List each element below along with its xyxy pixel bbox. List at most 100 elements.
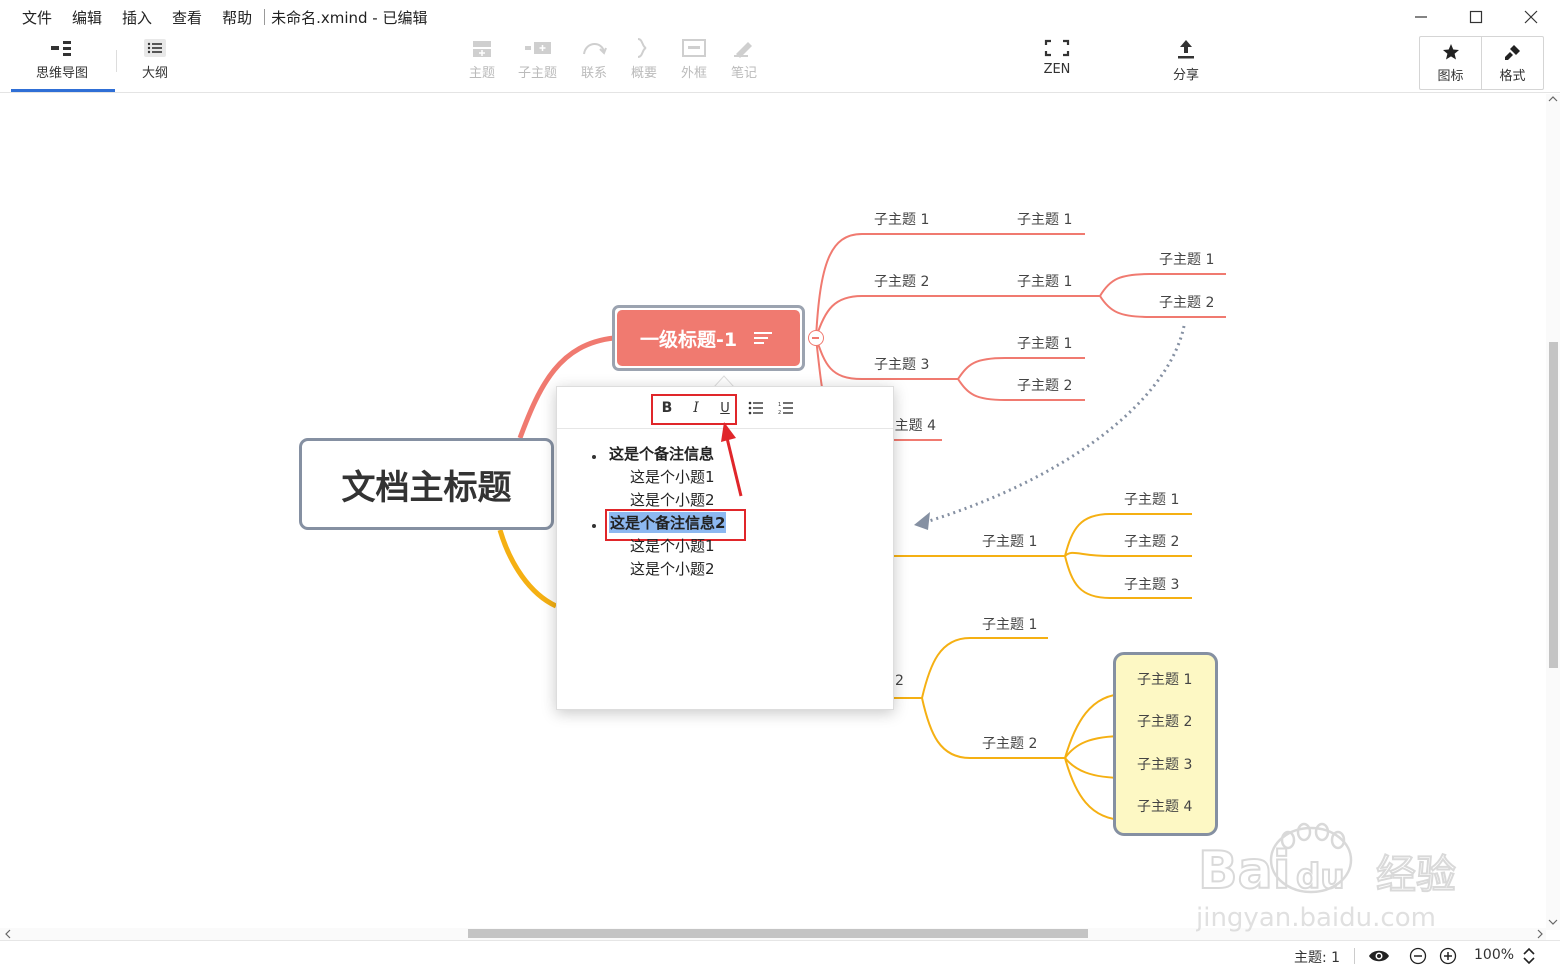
topic-boundary-1[interactable]: 子主题 1 [1137,672,1193,688]
topic-red-sub-4[interactable]: 子主题 4 [894,418,936,434]
minimize-button[interactable] [1406,4,1436,30]
collapse-branch-button[interactable] [808,330,824,346]
insert-summary-button[interactable]: 概要 [630,38,658,81]
svg-text:2: 2 [778,410,781,415]
summary-icon [637,38,647,58]
topic-red-sub-2[interactable]: 子主题 2 [874,274,930,290]
insert-relationship-button[interactable]: 联系 [580,38,608,81]
topic-red-sub-3[interactable]: 子主题 3 [874,357,930,373]
topic-yellow-b-partial[interactable]: 2 [895,673,904,689]
red-link-2-1-2 [1099,295,1226,318]
note-line-1[interactable]: 这是个备注信息 [609,445,715,463]
note-lines-icon[interactable] [754,330,774,346]
insert-subtopic-label: 子主题 [518,66,558,81]
format-panel-label: 格式 [1499,68,1526,84]
topic-yellow-a-1[interactable]: 子主题 1 [1124,492,1180,508]
zoom-in-icon[interactable] [1439,947,1457,965]
maximize-button[interactable] [1461,4,1491,30]
insert-topic-button[interactable]: 主题 [469,38,495,81]
note-line-5[interactable]: 这是个小题1 [630,537,715,555]
central-topic[interactable]: 文档主标题 [299,438,554,530]
zen-icon [1044,39,1070,57]
red-link-3 [815,337,940,380]
mindmap-canvas[interactable]: 子主题 1 子主题 2 子主题 3 子主题 4 子主题 1 子主题 1 子主题 … [0,94,1546,930]
tab-outline[interactable]: 大纲 [142,38,168,81]
yellow-link-a-1 [1064,513,1192,557]
menu-insert[interactable]: 插入 [122,8,153,27]
topic-yellow-a[interactable]: 子主题 1 [982,534,1038,550]
share-button[interactable]: 分享 [1172,38,1200,83]
zoom-out-icon[interactable] [1409,947,1427,965]
topic-boundary-3[interactable]: 子主题 3 [1137,757,1193,773]
topic-boundary-4[interactable]: 子主题 4 [1137,799,1193,815]
bullet-dot [592,524,596,528]
zoom-stepper-icon[interactable] [1522,946,1536,966]
topic-yellow-a-3[interactable]: 子主题 3 [1124,577,1180,593]
side-panel-switcher: 图标 格式 [1419,36,1544,90]
scroll-down-icon[interactable] [1548,918,1558,926]
horizontal-scroll-thumb[interactable] [468,929,1088,938]
scroll-left-icon[interactable] [4,929,12,939]
menu-view[interactable]: 查看 [172,8,203,27]
main-topic-label: 一级标题-1 [640,328,738,351]
format-panel-button[interactable]: 格式 [1481,37,1543,89]
topic-red-sub-1-1[interactable]: 子主题 1 [1017,212,1073,228]
note-icon [734,42,752,58]
zen-mode-button[interactable]: ZEN [1043,38,1071,77]
baidu-watermark: Bai du 经验 jingyan.baidu.com [1195,820,1486,940]
branch-line-main-red [517,335,615,439]
menu-file[interactable]: 文件 [22,8,53,27]
numbered-list-icon: 12 [778,402,793,415]
underline-button[interactable]: U [720,400,730,416]
menu-edit[interactable]: 编辑 [72,8,103,27]
zoom-level[interactable]: 100% [1474,947,1515,963]
scroll-right-icon[interactable] [1536,929,1544,939]
tab-outline-label: 大纲 [142,66,169,81]
svg-text:du: du [1296,857,1345,897]
maximize-icon [1469,10,1483,24]
topic-boundary-2[interactable]: 子主题 2 [1137,714,1193,730]
mindmap-icon [51,41,71,56]
status-separator [1354,948,1355,964]
insert-subtopic-button[interactable]: 子主题 [518,38,557,81]
vertical-scroll-thumb[interactable] [1549,342,1558,668]
note-line-6[interactable]: 这是个小题2 [630,560,715,578]
yellow-link-b-1 [921,637,1048,699]
topic-red-sub-2-1[interactable]: 子主题 1 [1017,274,1073,290]
insert-boundary-button[interactable]: 外框 [680,38,708,81]
insert-relationship-label: 联系 [580,66,607,81]
close-window-button[interactable] [1516,4,1546,30]
icon-panel-button[interactable]: 图标 [1420,37,1481,89]
italic-button[interactable]: I [693,400,699,416]
svg-text:经验: 经验 [1376,852,1456,898]
scroll-up-icon[interactable] [1548,95,1558,103]
insert-boundary-label: 外框 [680,66,707,81]
red-link-2 [815,295,940,339]
topic-boundary[interactable] [1113,652,1218,836]
note-line-2[interactable]: 这是个小题1 [630,468,715,486]
topic-yellow-b-1[interactable]: 子主题 1 [982,617,1038,633]
topic-yellow-b-2[interactable]: 子主题 2 [982,736,1038,752]
insert-note-button[interactable]: 笔记 [730,38,758,81]
topic-red-sub-2-1-2[interactable]: 子主题 2 [1159,295,1215,311]
tab-mindmap[interactable]: 思维导图 [36,38,88,81]
eye-icon[interactable] [1368,948,1390,964]
topic-red-sub-3-2[interactable]: 子主题 2 [1017,378,1073,394]
topic-red-sub-2-1-1[interactable]: 子主题 1 [1159,252,1215,268]
note-line-4-selected[interactable]: 这是个备注信息2 [609,512,727,533]
topic-yellow-a-2[interactable]: 子主题 2 [1124,534,1180,550]
bullet-list-button[interactable] [743,396,769,420]
relationship-icon [583,43,607,55]
topic-red-sub-3-1[interactable]: 子主题 1 [1017,336,1073,352]
menu-bar: 文件 编辑 插入 查看 帮助 未命名.xmind - 已编辑 [0,0,1560,34]
note-line-3[interactable]: 这是个小题2 [630,491,715,509]
red-link-3-2 [957,378,1085,401]
topic-red-sub-1[interactable]: 子主题 1 [874,212,930,228]
bullet-list-icon [748,401,763,415]
main-topic[interactable]: 一级标题-1 [617,310,800,366]
insert-summary-label: 概要 [630,66,657,81]
menu-help[interactable]: 帮助 [222,8,253,27]
bold-button[interactable]: B [661,400,673,416]
insert-note-label: 笔记 [730,66,757,81]
